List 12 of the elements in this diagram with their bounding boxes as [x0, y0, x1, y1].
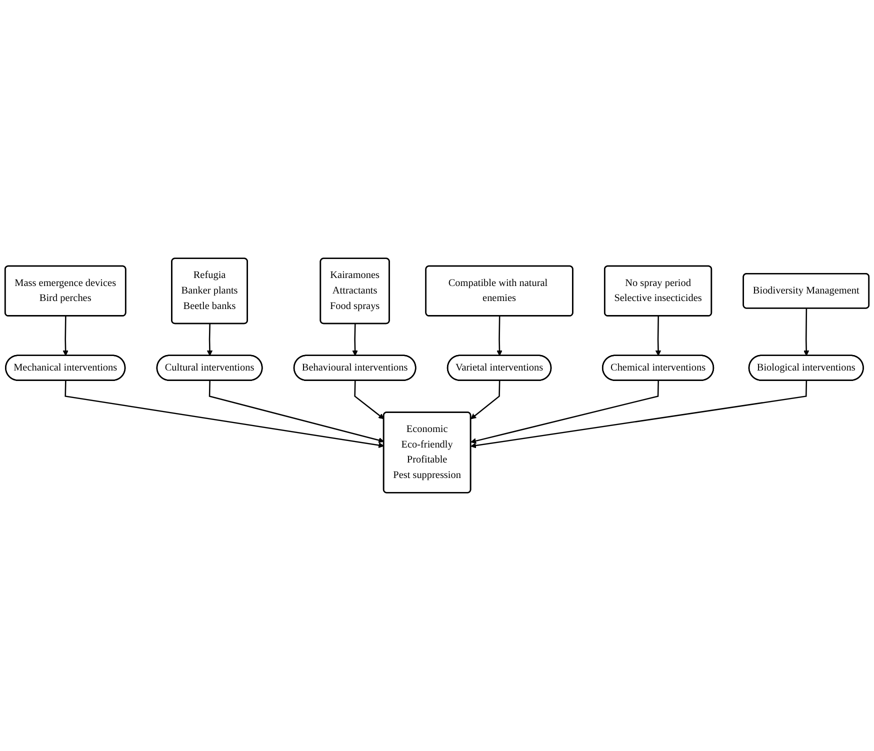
arrow [496, 316, 502, 356]
arrow [354, 380, 384, 420]
arrow [804, 308, 810, 356]
arrow [352, 324, 358, 356]
arrow [208, 380, 384, 443]
arrow [64, 380, 384, 448]
arrow [470, 380, 659, 444]
arrow [470, 380, 808, 448]
arrow [470, 380, 500, 420]
arrow [62, 316, 68, 356]
arrow [655, 316, 662, 356]
arrow [206, 324, 213, 356]
